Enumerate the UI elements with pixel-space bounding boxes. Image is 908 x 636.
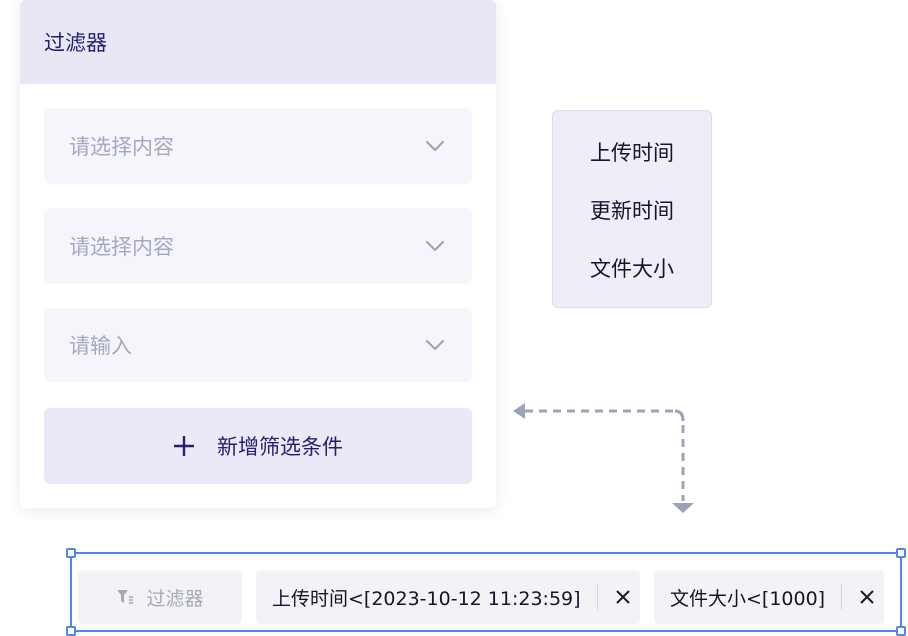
close-icon[interactable]: [858, 588, 876, 606]
filter-toggle-button[interactable]: 过滤器: [78, 570, 242, 624]
resize-handle[interactable]: [896, 548, 906, 558]
input-field-3[interactable]: 请输入: [44, 308, 472, 382]
filter-toggle-label: 过滤器: [146, 587, 204, 610]
resize-handle[interactable]: [66, 548, 76, 558]
plus-icon: [174, 436, 194, 456]
select-field-2[interactable]: 请选择内容: [44, 208, 472, 284]
filter-tag-text: 上传时间<[2023-10-12 11:23:59]: [272, 587, 581, 610]
select-field-1[interactable]: 请选择内容: [44, 108, 472, 184]
dropdown-menu: 上传时间 更新时间 文件大小: [552, 110, 712, 308]
filter-tag-text: 文件大小<[1000]: [670, 587, 826, 610]
dashed-arrow-icon: [513, 403, 694, 513]
filter-tag-upload-time: 上传时间<[2023-10-12 11:23:59]: [256, 570, 640, 624]
close-icon[interactable]: [614, 588, 632, 606]
menu-item-update-time[interactable]: 更新时间: [590, 199, 674, 223]
add-filter-button[interactable]: 新增筛选条件: [44, 408, 472, 484]
resize-handle[interactable]: [896, 626, 906, 636]
input-placeholder-3: 请输入: [69, 334, 132, 358]
resize-handle[interactable]: [66, 626, 76, 636]
add-filter-label: 新增筛选条件: [217, 435, 343, 459]
tag-divider: [596, 584, 598, 610]
select-placeholder-1: 请选择内容: [69, 135, 174, 159]
filter-funnel-icon: [117, 590, 134, 604]
filter-tag-file-size: 文件大小<[1000]: [654, 570, 884, 624]
tag-divider: [841, 584, 843, 610]
chevron-down-icon: [426, 340, 444, 350]
chevron-down-icon: [426, 141, 444, 151]
filter-panel: 过滤器 请选择内容 请选择内容 请输入 新增筛选条件: [20, 0, 496, 508]
menu-item-file-size[interactable]: 文件大小: [590, 257, 674, 281]
select-placeholder-2: 请选择内容: [69, 235, 174, 259]
filter-tag-bar: 过滤器 上传时间<[2023-10-12 11:23:59] 文件大小<[100…: [66, 548, 906, 636]
panel-title: 过滤器: [44, 31, 107, 55]
chevron-down-icon: [426, 241, 444, 251]
panel-header: 过滤器: [20, 0, 496, 84]
menu-item-upload-time[interactable]: 上传时间: [590, 141, 674, 165]
